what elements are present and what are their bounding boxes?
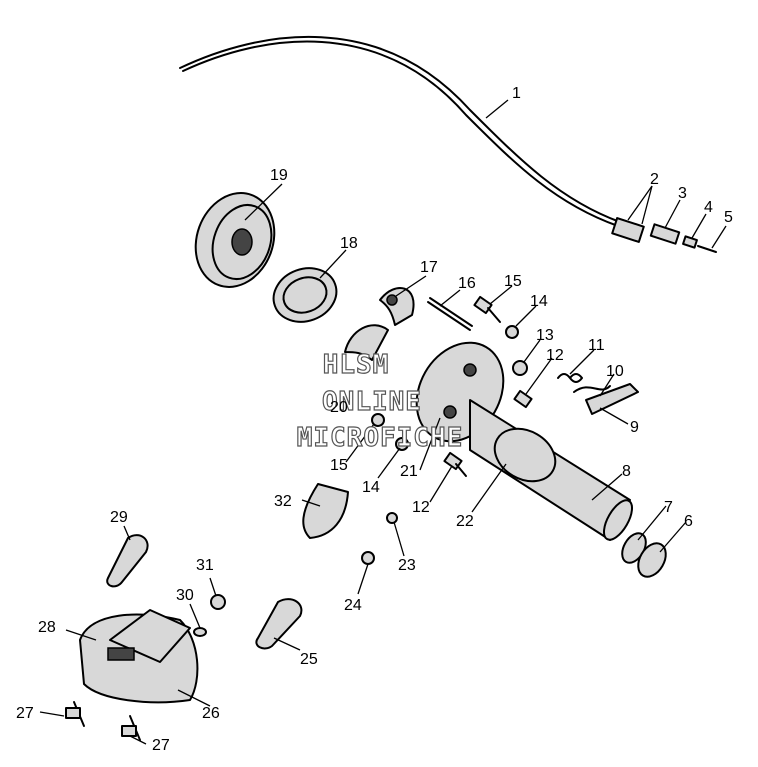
callout-15a: 15 (504, 273, 522, 290)
part-cover (79, 609, 199, 704)
callout-22: 22 (456, 513, 474, 530)
callout-26: 26 (202, 705, 220, 722)
callout-19: 19 (270, 167, 288, 184)
watermark: HLSM ONLINE MICROFICHE (296, 349, 464, 453)
callout-18: 18 (340, 235, 358, 252)
callout-2: 2 (650, 171, 659, 188)
part-screws (65, 701, 141, 741)
callout-14b: 14 (362, 479, 380, 496)
part-bracket-left (106, 534, 149, 588)
callout-27a: 27 (16, 705, 34, 722)
watermark-line3: MICROFICHE (297, 423, 464, 453)
watermark-line2: ONLINE (322, 387, 422, 417)
part-shoe-segment (302, 483, 349, 539)
callout-24: 24 (344, 597, 362, 614)
part-seal (272, 267, 338, 323)
callout-11: 11 (588, 337, 605, 354)
callout-12b: 12 (412, 499, 430, 516)
callout-13: 13 (536, 327, 554, 344)
callout-23: 23 (398, 557, 416, 574)
callout-28: 28 (38, 619, 56, 636)
callout-27b: 27 (152, 737, 170, 754)
callout-6: 6 (684, 513, 693, 530)
part-drum (194, 192, 276, 288)
callout-32: 32 (274, 493, 292, 510)
callout-10: 10 (606, 363, 624, 380)
callout-labels: 1 2 3 4 5 6 7 8 9 10 11 12 12 13 14 14 1… (16, 85, 733, 754)
part-cable (179, 35, 621, 227)
callout-1: 1 (512, 85, 521, 102)
callout-30: 30 (176, 587, 194, 604)
callout-31: 31 (196, 557, 214, 574)
part-pin (427, 297, 473, 331)
part-fasteners (193, 295, 533, 637)
leader-lines (39, 99, 727, 745)
callout-5: 5 (724, 209, 733, 226)
part-washers (621, 532, 667, 578)
callout-21: 21 (400, 463, 418, 480)
callout-4: 4 (704, 199, 713, 216)
callout-29: 29 (110, 509, 128, 526)
watermark-line1: HLSM (323, 350, 390, 380)
callout-9: 9 (630, 419, 639, 436)
callout-3: 3 (678, 185, 687, 202)
part-cable-end (611, 217, 717, 253)
callout-8: 8 (622, 463, 631, 480)
part-bracket-right (255, 598, 303, 650)
callout-16: 16 (458, 275, 476, 292)
callout-20: 20 (330, 399, 348, 416)
part-axle-housing (415, 341, 633, 541)
callout-25: 25 (300, 651, 318, 668)
callout-7: 7 (664, 499, 673, 516)
callout-14a: 14 (530, 293, 548, 310)
callout-15b: 15 (330, 457, 348, 474)
part-brake-shoes (344, 287, 415, 361)
callout-17: 17 (420, 259, 438, 276)
part-spring-levers (557, 373, 639, 415)
callout-12a: 12 (546, 347, 564, 364)
